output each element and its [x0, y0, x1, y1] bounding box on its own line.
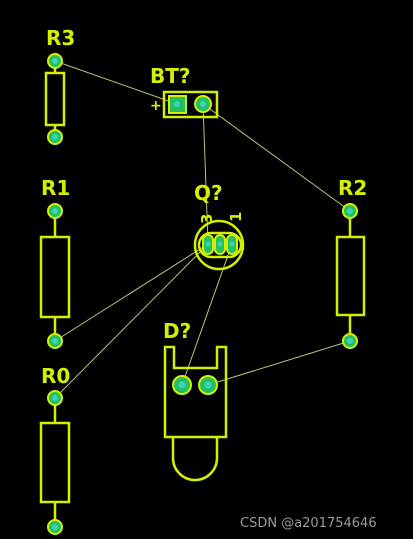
bt-reference: BT? [150, 64, 191, 88]
bt-pad-negative[interactable] [194, 95, 212, 113]
r2-body [335, 235, 366, 317]
d-pad-cathode[interactable] [198, 375, 218, 395]
r3-pad-2[interactable] [47, 129, 63, 145]
r0-body [39, 421, 71, 504]
net-q-r0 [54, 243, 209, 399]
r1-body [39, 235, 71, 319]
net-q-r1 [54, 243, 209, 342]
net-d-r2 [207, 340, 351, 386]
r1-pad-2[interactable] [47, 333, 63, 349]
d-reference: D? [163, 319, 191, 343]
r0-pad-1[interactable] [47, 390, 63, 406]
r2-reference: R2 [338, 176, 367, 200]
q-pin1-label: 1 [227, 212, 245, 222]
q-outline [193, 219, 245, 271]
bt-plus-marker: + [150, 98, 162, 114]
net-bt-r2 [202, 103, 351, 212]
q-pad-1[interactable] [226, 234, 238, 255]
d-body-outline [163, 345, 228, 439]
r2-pad-2[interactable] [342, 333, 358, 349]
battery-connector-bt[interactable]: BT? + [150, 64, 219, 119]
r3-reference: R3 [46, 26, 75, 50]
r0-pad-2[interactable] [47, 519, 63, 535]
q-pad-3[interactable] [202, 234, 214, 255]
bt-pad-positive[interactable] [168, 95, 187, 114]
transistor-q[interactable]: Q? 3 1 [193, 181, 245, 271]
r0-reference: R0 [41, 364, 70, 388]
d-pad-anode[interactable] [172, 375, 192, 395]
net-bt-q [202, 103, 209, 245]
r3-pad-1[interactable] [47, 53, 63, 69]
r1-pad-1[interactable] [47, 203, 63, 219]
watermark-text: CSDN @a201754646 [240, 516, 377, 531]
d-lens-outline [171, 437, 219, 482]
q-pad-frame [197, 231, 243, 259]
resistor-r1[interactable]: R1 [39, 176, 71, 349]
net-r3-bt [54, 60, 178, 105]
q-pad-2[interactable] [214, 234, 226, 255]
bt-outline [162, 90, 219, 119]
resistor-r3[interactable]: R3 [44, 26, 75, 145]
resistor-r0[interactable]: R0 [39, 364, 71, 535]
resistor-r2[interactable]: R2 [335, 176, 367, 349]
r3-body [44, 71, 66, 127]
r1-reference: R1 [41, 176, 70, 200]
led-d[interactable]: D? [163, 319, 228, 482]
q-pin3-label: 3 [198, 214, 216, 224]
q-reference: Q? [194, 181, 223, 205]
r2-pad-1[interactable] [342, 203, 358, 219]
